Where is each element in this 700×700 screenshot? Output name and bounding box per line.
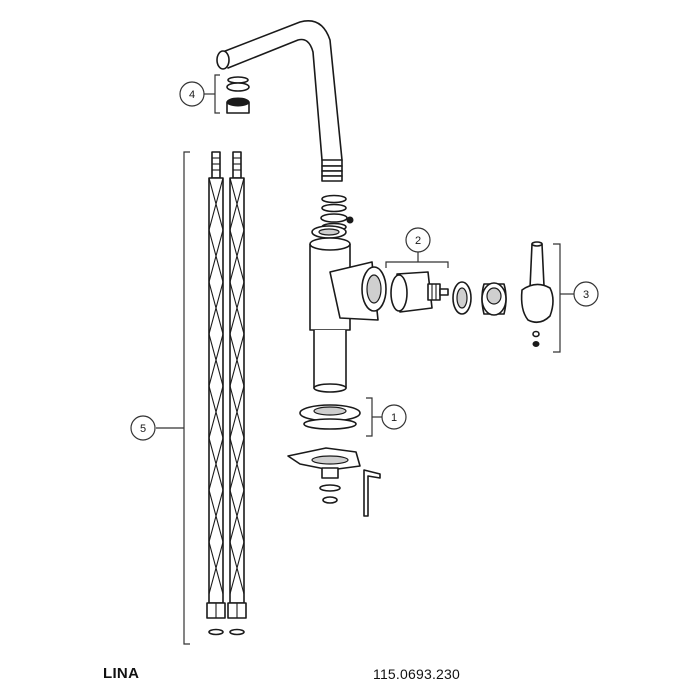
svg-text:2: 2 — [415, 235, 421, 247]
spout-o-rings — [320, 194, 354, 232]
mixer-body — [309, 225, 387, 393]
spout — [216, 20, 343, 182]
callout-1: 1 — [381, 404, 407, 430]
aerator-parts — [204, 74, 250, 114]
svg-text:3: 3 — [583, 289, 589, 301]
svg-text:1: 1 — [391, 412, 397, 424]
cartridge-parts — [385, 252, 507, 316]
callout-3: 3 — [573, 281, 599, 307]
callout-5: 5 — [130, 415, 156, 441]
base-gasket-parts — [299, 397, 382, 437]
product-name: LINA — [103, 665, 140, 682]
supply-hoses — [156, 151, 247, 645]
mounting-kit — [287, 447, 381, 517]
svg-text:5: 5 — [140, 423, 146, 435]
svg-text:4: 4 — [189, 89, 195, 101]
callout-2: 2 — [405, 227, 431, 253]
callout-4: 4 — [179, 81, 205, 107]
lever-handle-parts — [520, 241, 574, 353]
article-number: 115.0693.230 — [373, 666, 461, 682]
